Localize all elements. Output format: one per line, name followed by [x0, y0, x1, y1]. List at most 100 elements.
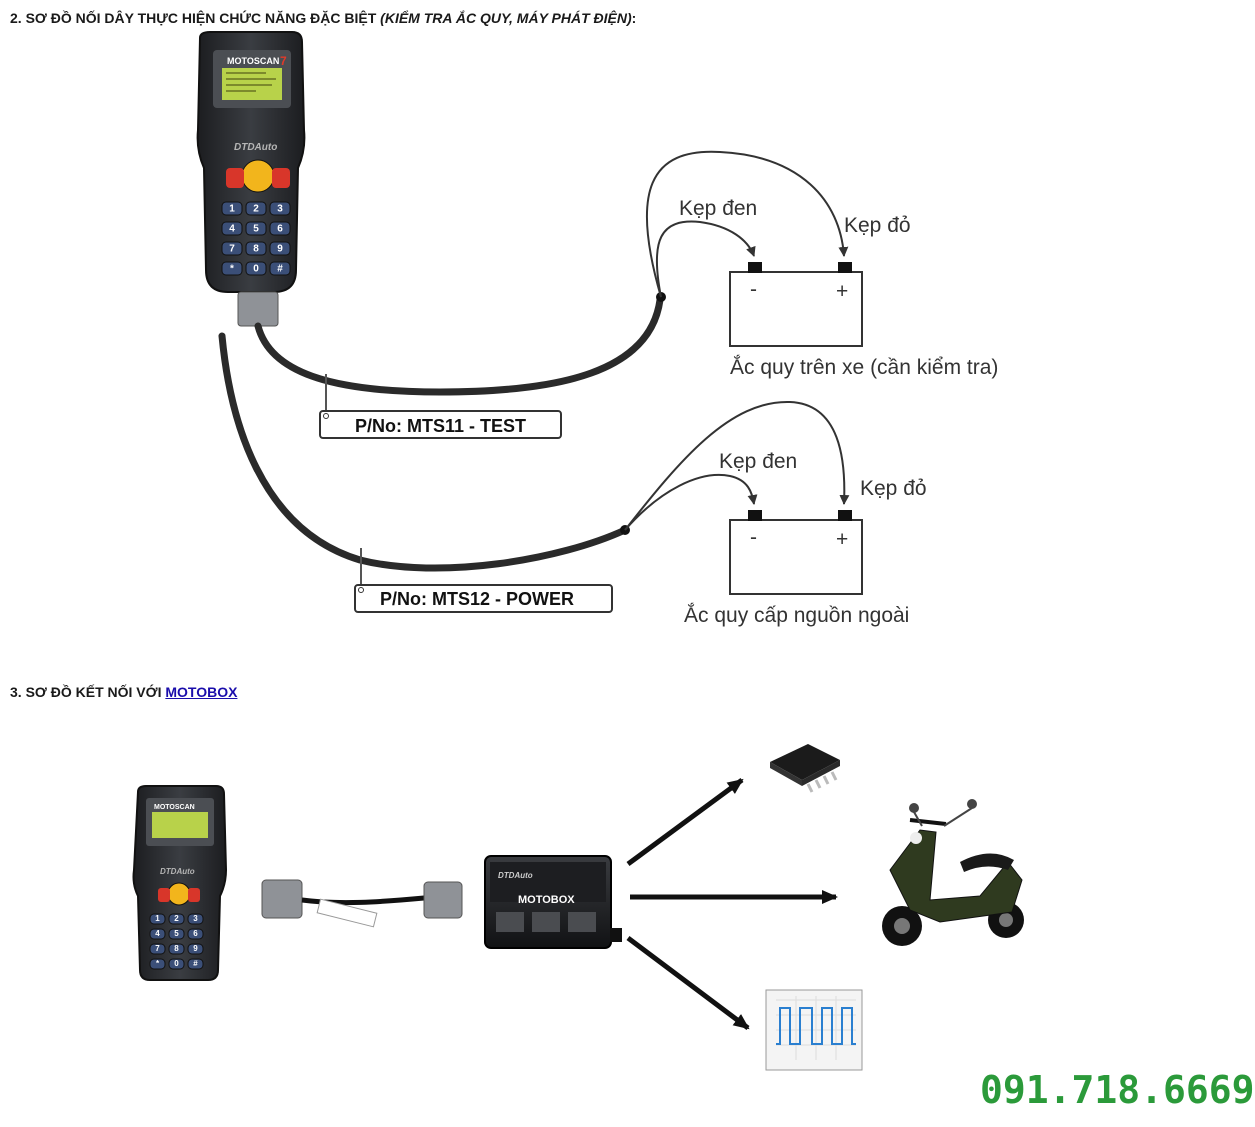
section2-heading-italic: (KIỂM TRA ẮC QUY, MÁY PHÁT ĐIỆN)	[380, 10, 632, 26]
keypad-key	[269, 241, 291, 256]
keypad-key	[221, 261, 243, 276]
section2-heading: 2. SƠ ĐỒ NỐI DÂY THỰC HIỆN CHỨC NĂNG ĐẶC…	[10, 10, 636, 26]
keypad-key	[149, 928, 166, 940]
keypad-key-label: 9	[193, 944, 198, 953]
small-device-maker: DTDAuto	[160, 867, 195, 876]
keypad-key-label: 6	[277, 223, 283, 234]
eeprom-chip	[770, 744, 840, 793]
wiring-diagram: MOTOSCAN 7 DTDAuto 1 2 3 4 5 6 7 8 9 * 0 # - + Ắc q…	[132, 31, 1024, 1071]
cable-mts11	[254, 296, 664, 396]
keypad-key	[269, 201, 291, 216]
black-clamp1-wire	[655, 220, 756, 298]
keypad-key	[187, 943, 204, 955]
battery1-minus: -	[750, 278, 757, 301]
cable-mts12	[218, 332, 629, 572]
battery1-red-clamp: Kẹp đỏ	[844, 214, 911, 237]
tag-mts11: P/No: MTS11 - TEST	[319, 374, 562, 439]
motoscan-device-small: MOTOSCAN DTDAuto 1 2 3 4 5 6 7 8 9 * 0 #	[132, 785, 228, 981]
keypad-key-label: 0	[253, 263, 259, 274]
keypad-key	[245, 201, 267, 216]
scooter	[882, 799, 1024, 946]
keypad-key-label: 7	[155, 944, 160, 953]
keypad-key-label: 1	[229, 203, 235, 214]
battery1-black-clamp: Kẹp đen	[679, 197, 757, 220]
keypad-key	[221, 221, 243, 236]
motobox-device: DTDAuto MOTOBOX	[484, 855, 622, 949]
keypad-key	[187, 913, 204, 925]
keypad-key-label: 5	[174, 929, 179, 938]
keypad-key-label: 1	[155, 914, 160, 923]
keypad-key	[245, 261, 267, 276]
keypad-key	[269, 261, 291, 276]
battery2-black-clamp: Kẹp đen	[719, 450, 797, 473]
arrow-to-signal	[626, 936, 750, 1030]
keypad-key-label: #	[277, 263, 283, 274]
keypad-key	[245, 221, 267, 236]
tag-mts11-text: P/No: MTS11 - TEST	[355, 416, 526, 436]
keypad-key-label: #	[193, 959, 198, 968]
db-connector	[237, 291, 279, 327]
keypad-key-label: 4	[155, 929, 160, 938]
red-clamp1-wire	[645, 150, 849, 298]
keypad-key	[221, 201, 243, 216]
keypad: 1 2 3 4 5 6 7 8 9 * 0 #	[221, 201, 291, 276]
keypad-key-label: 5	[253, 223, 259, 234]
keypad-key	[221, 241, 243, 256]
link-cable	[261, 879, 463, 928]
battery2-caption: Ắc quy cấp nguồn ngoài	[684, 603, 909, 627]
keypad-key	[149, 913, 166, 925]
battery2-red-clamp: Kẹp đỏ	[860, 477, 927, 500]
device-model: 7	[280, 54, 287, 68]
section2-heading-tail: :	[631, 10, 637, 26]
keypad-key	[187, 928, 204, 940]
tag-mts12: P/No: MTS12 - POWER	[354, 548, 613, 613]
keypad-key-label: 6	[193, 929, 198, 938]
keypad-key	[187, 958, 204, 970]
section3-heading: 3. SƠ ĐỒ KẾT NỐI VỚI MOTOBOX	[10, 684, 237, 700]
keypad-key	[168, 958, 185, 970]
battery2-plus: +	[836, 528, 848, 551]
keypad-key-label: 3	[193, 914, 198, 923]
keypad-key	[149, 943, 166, 955]
keypad-key-label: *	[230, 263, 234, 274]
red-clamp2-wire	[624, 400, 850, 531]
keypad-key-label: 8	[174, 944, 179, 953]
keypad-key	[168, 943, 185, 955]
keypad-key	[269, 221, 291, 236]
device-brand: MOTOSCAN	[227, 56, 279, 66]
nav-button	[241, 159, 275, 193]
keypad-small: 1 2 3 4 5 6 7 8 9 * 0 #	[149, 913, 204, 970]
signal-graph	[765, 989, 863, 1071]
battery1-plus: +	[836, 280, 848, 303]
keypad-key-label: *	[156, 959, 160, 968]
keypad-key-label: 4	[229, 223, 235, 234]
motobox-maker: DTDAuto	[498, 871, 533, 880]
enter-button	[272, 168, 290, 188]
small-device-brand: MOTOSCAN	[154, 804, 195, 811]
battery1-caption: Ắc quy trên xe (cần kiểm tra)	[730, 355, 998, 379]
motobox-label: MOTOBOX	[518, 894, 575, 906]
keypad-key-label: 3	[277, 203, 283, 214]
keypad-key	[149, 958, 166, 970]
keypad-key	[168, 928, 185, 940]
tag-mts12-text: P/No: MTS12 - POWER	[380, 589, 574, 609]
section2-heading-main: 2. SƠ ĐỒ NỐI DÂY THỰC HIỆN CHỨC NĂNG ĐẶC…	[10, 10, 381, 26]
keypad-key	[245, 241, 267, 256]
keypad-key-label: 0	[174, 959, 179, 968]
keypad-key-label: 7	[229, 243, 235, 254]
motoscan-device: MOTOSCAN 7 DTDAuto 1 2 3 4 5 6 7 8 9 * 0 #	[196, 31, 306, 327]
keypad-key-label: 2	[253, 203, 259, 214]
keypad-key-label: 9	[277, 243, 283, 254]
device-maker: DTDAuto	[234, 142, 277, 153]
arrow-to-chip	[626, 777, 744, 867]
battery-onboard: - + Ắc quy trên xe (cần kiểm tra)	[729, 262, 998, 379]
section3-heading-main: 3. SƠ ĐỒ KẾT NỐI VỚI	[10, 684, 166, 700]
hotline-phone[interactable]: 091.718.6669	[980, 1068, 1255, 1112]
keypad-key	[168, 913, 185, 925]
battery-external: - + Ắc quy cấp nguồn ngoài	[684, 510, 909, 627]
keypad-key-label: 8	[253, 243, 259, 254]
black-clamp2-wire	[624, 474, 758, 531]
motobox-link[interactable]: MOTOBOX	[165, 684, 238, 700]
battery2-minus: -	[750, 526, 757, 549]
keypad-key-label: 2	[174, 914, 179, 923]
